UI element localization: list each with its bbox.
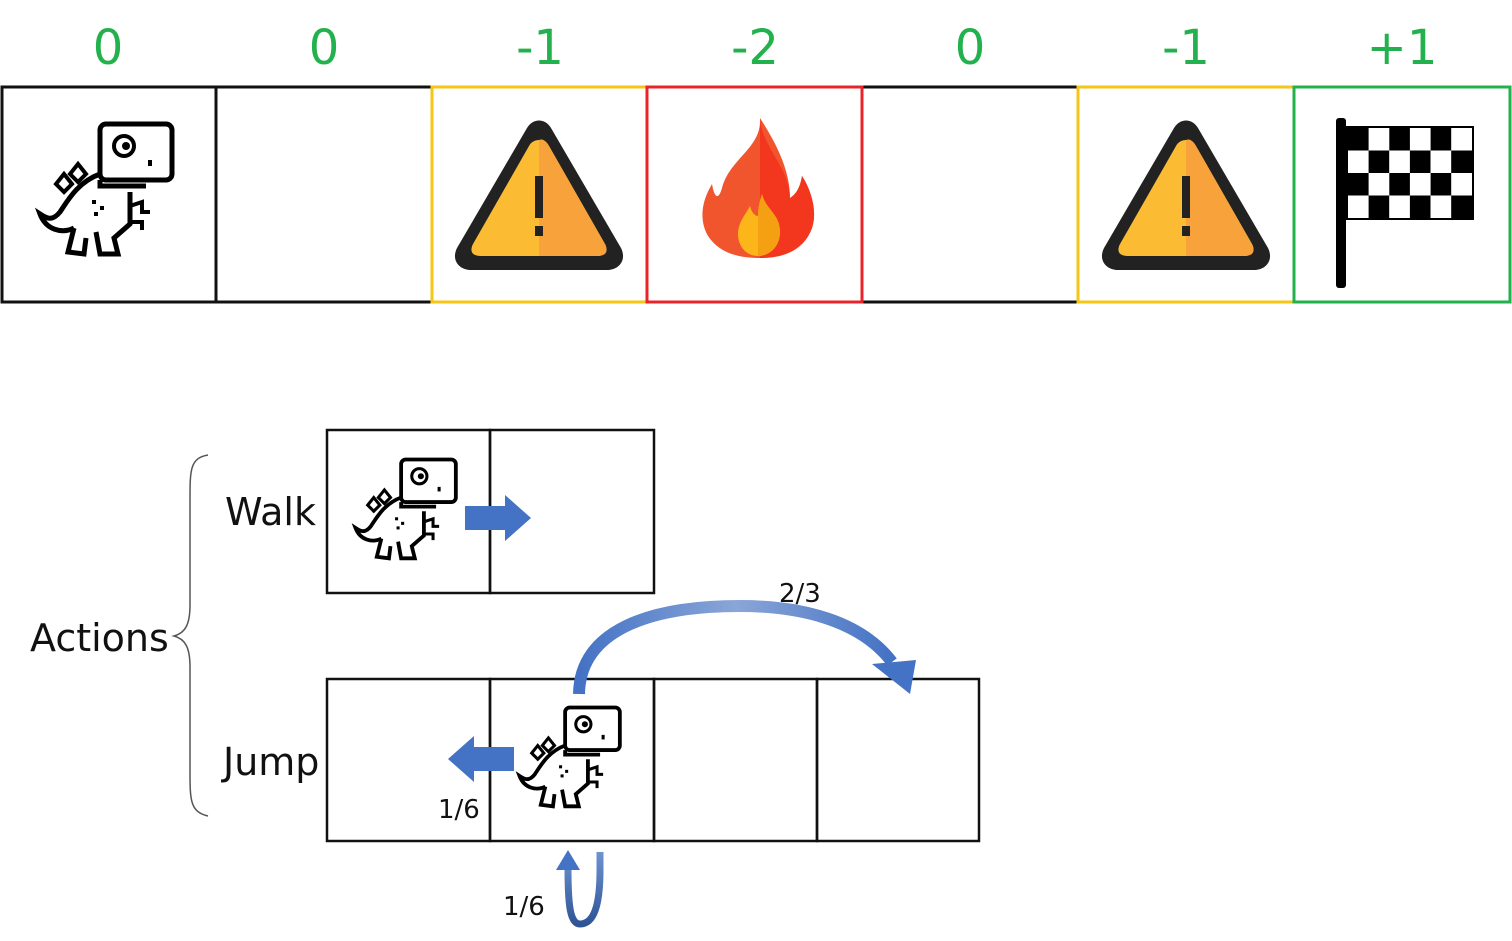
grid-cell-6 — [1292, 85, 1512, 304]
grid-cell-4 — [860, 85, 1080, 304]
warning-icon — [454, 120, 624, 270]
reward-label: -1 — [516, 20, 564, 76]
grid-world — [0, 85, 1512, 304]
forward-probability: 2/3 — [779, 579, 821, 609]
backward-probability: 1/6 — [438, 795, 480, 825]
walk-arrow-right — [465, 495, 531, 541]
reward-label: -2 — [731, 20, 779, 76]
dino-icon — [517, 705, 622, 809]
stay-probability: 1/6 — [503, 892, 545, 922]
reward-label: 0 — [308, 20, 340, 76]
reward-label: 0 — [92, 20, 124, 76]
fire-icon — [702, 118, 815, 258]
jump-arrow-forward-arc — [573, 599, 897, 695]
jump-arrow-forward-head — [872, 660, 916, 694]
grid-cell-1 — [214, 85, 434, 304]
walk-label: Walk — [225, 490, 316, 534]
jump-arrow-stay-head — [556, 850, 580, 870]
reward-label: +1 — [1366, 20, 1438, 76]
checkered-flag-icon — [1336, 118, 1474, 288]
reward-label: 0 — [954, 20, 986, 76]
warning-icon — [1101, 120, 1271, 270]
grid-cell-0 — [0, 85, 218, 304]
dino-icon — [40, 124, 172, 254]
jump-arrow-stay-loop — [564, 852, 604, 928]
dino-icon — [353, 457, 458, 561]
jump-label: Jump — [223, 740, 320, 784]
reward-label: -1 — [1162, 20, 1210, 76]
jump-arrow-back — [448, 736, 514, 782]
jump-grid — [325, 677, 981, 843]
actions-label: Actions — [30, 616, 169, 660]
actions-brace — [171, 454, 209, 817]
grid-cell-3 — [645, 85, 864, 304]
